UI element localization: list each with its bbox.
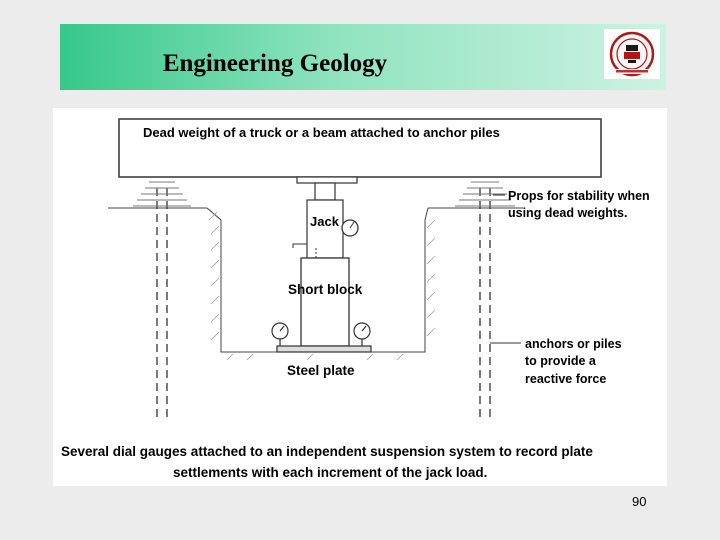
caption-line2: settlements with each increment of the j… [173,465,488,480]
short-block-label: Short block [288,282,363,297]
university-seal-logo [604,29,660,79]
jack-label: Jack [310,214,339,229]
hydraulic-line [292,243,307,248]
anchors-label-line3: reactive force [525,372,607,386]
steel-plate [276,345,372,353]
dead-weight-beam [118,118,602,178]
slide-header: Engineering Geology [60,24,666,90]
props-label-line2: using dead weights. [508,206,628,220]
caption-line1: Several dial gauges attached to an indep… [61,444,593,459]
props-label-line1: Props for stability when [508,189,650,203]
jack-head [314,182,336,201]
jack-body [306,199,344,259]
steel-plate-label: Steel plate [287,363,355,378]
page-number: 90 [632,494,647,509]
beam-bearing-plate [296,176,358,184]
plate-load-test-diagram: Dead weight of a truck or a beam attache… [53,108,667,486]
diagram-drawing [108,118,602,420]
short-block [300,257,350,347]
dead-weight-label: Dead weight of a truck or a beam attache… [143,125,500,140]
prop-right [455,181,515,207]
slide-title: Engineering Geology [162,50,388,77]
anchors-label-line2: to provide a [525,354,596,368]
soil-hatching [208,211,436,361]
anchors-label-line1: anchors or piles [525,337,622,351]
prop-left [133,181,191,207]
